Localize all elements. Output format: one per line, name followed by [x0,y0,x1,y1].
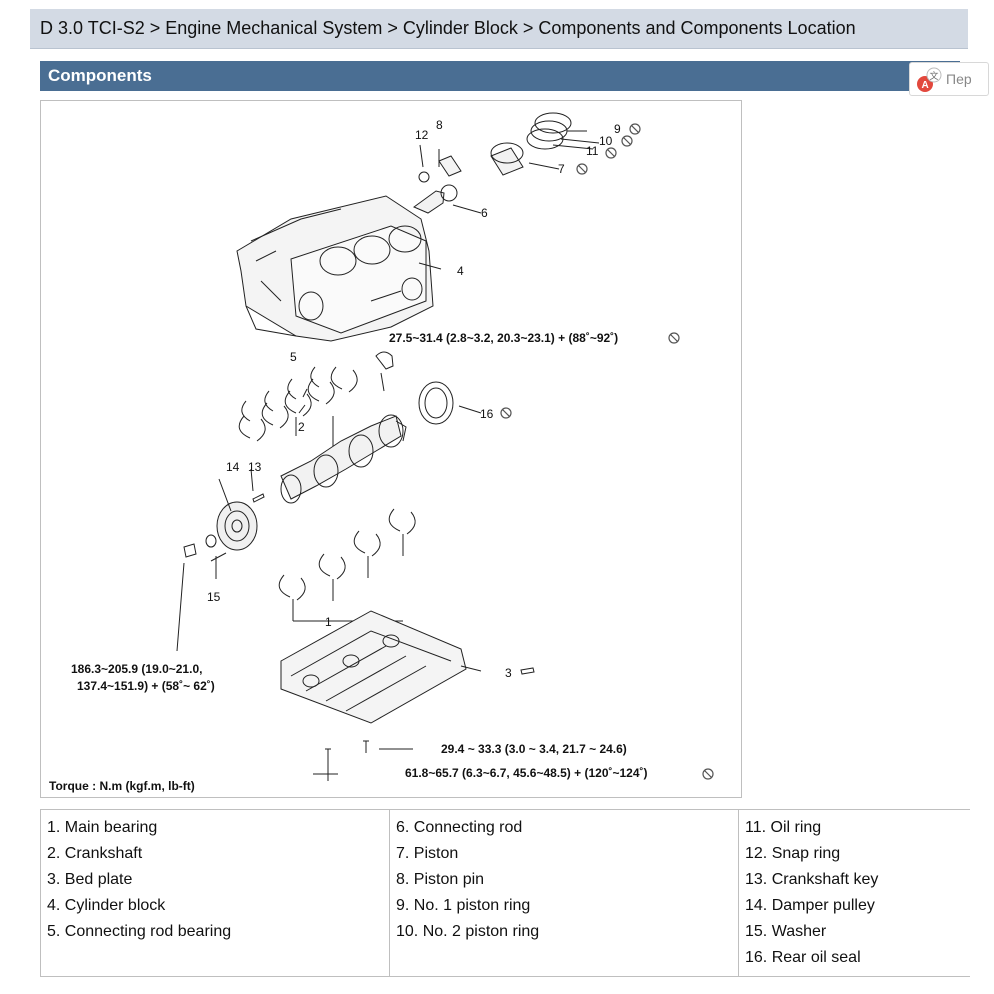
translate-label: Пер [946,71,972,87]
rod-cap-drawing [375,351,394,370]
connecting-rod-bearings-drawing [238,366,358,442]
legend-column-2: 6. Connecting rod 7. Piston 8. Piston pi… [390,810,739,976]
legend-item: 15. Washer [745,923,827,940]
callout-12: 12 [415,128,429,142]
legend-column-1: 1. Main bearing 2. Crankshaft 3. Bed pla… [41,810,390,976]
components-diagram: 12 8 9 10 11 7 6 4 5 16 2 14 13 15 1 3 2… [40,100,742,798]
legend-item: 7. Piston [396,845,459,862]
exploded-view-drawing: 12 8 9 10 11 7 6 4 5 16 2 14 13 15 1 3 2… [71,112,714,781]
main-bearing-bracket [292,534,404,622]
callout-2: 2 [298,420,305,434]
washer-drawing [205,534,217,548]
bed-plate-drawing [280,610,467,724]
legend-item: 3. Bed plate [47,871,133,888]
callout-13: 13 [248,460,262,474]
legend-item: 2. Crankshaft [47,845,143,862]
callout-16: 16 [480,407,494,421]
callout-11: 11 [586,144,599,158]
legend-item: 16. Rear oil seal [745,949,861,966]
no-reuse-icons [500,123,714,780]
legend-item: 4. Cylinder block [47,897,166,914]
legend-item: 5. Connecting rod bearing [47,923,232,940]
legend-item: 11. Oil ring [745,819,822,836]
connecting-rod-drawing [412,190,445,214]
long-bolt-drawing [325,748,331,781]
breadcrumb: D 3.0 TCI-S2 > Engine Mechanical System … [30,9,968,49]
crankshaft-key-drawing [252,493,265,503]
callout-10: 10 [599,134,613,148]
crankshaft-drawing [280,414,407,504]
callout-3: 3 [505,666,512,680]
cylinder-block-drawing [236,195,434,342]
translate-icon: A 文 [917,67,942,92]
callout-6: 6 [481,206,488,220]
svg-text:A: A [922,80,929,91]
legend-item: 13. Crankshaft key [745,871,879,888]
piston-rings-drawing [526,112,572,150]
damper-pulley-drawing [216,501,258,551]
piston-drawing [490,142,524,176]
torque-units-note: Torque : N.m (kgf.m, lb-ft) [49,779,195,793]
section-title: Components [40,61,960,91]
legend-item: 10. No. 2 piston ring [396,923,540,940]
rod-bolt-drawing [380,372,385,392]
legend-item: 8. Piston pin [396,871,485,888]
legend-item: 1. Main bearing [47,819,158,836]
callout-1: 1 [325,615,332,629]
snap-ring-drawing [418,171,430,183]
torque-spec-rod-cap: 27.5~31.4 (2.8~3.2, 20.3~23.1) + (88˚~92… [389,331,618,345]
piston-pin-drawing [438,155,462,177]
callout-7: 7 [558,162,565,176]
torque-spec-bed-plate-small: 29.4 ~ 33.3 (3.0 ~ 3.4, 21.7 ~ 24.6) [441,742,627,756]
legend-item: 9. No. 1 piston ring [396,897,531,914]
torque-spec-pulley-line1: 186.3~205.9 (19.0~21.0, [71,662,202,676]
callout-9: 9 [614,122,621,136]
callout-15: 15 [207,590,221,604]
rear-oil-seal-drawing [418,381,454,425]
components-legend: 1. Main bearing 2. Crankshaft 3. Bed pla… [40,809,970,977]
legend-item: 6. Connecting rod [396,819,523,836]
short-bolt-drawing [363,740,369,753]
callout-5: 5 [290,350,297,364]
svg-text:文: 文 [930,70,939,82]
callout-4: 4 [457,264,464,278]
main-bearings-drawing [278,508,416,601]
legend-item: 12. Snap ring [745,845,841,862]
bed-plate-bolt-drawing [520,667,535,675]
legend-column-3: 11. Oil ring 12. Snap ring 13. Crankshaf… [739,810,970,976]
pulley-bolt-drawing [183,543,197,558]
callout-8: 8 [436,118,443,132]
legend-item: 14. Damper pulley [745,897,875,914]
torque-spec-bed-plate-main: 61.8~65.7 (6.3~6.7, 45.6~48.5) + (120˚~1… [405,766,648,780]
callout-14: 14 [226,460,240,474]
translate-button[interactable]: A 文 Пер [909,62,989,96]
torque-spec-pulley-line2: 137.4~151.9) + (58˚~ 62˚) [77,679,215,693]
